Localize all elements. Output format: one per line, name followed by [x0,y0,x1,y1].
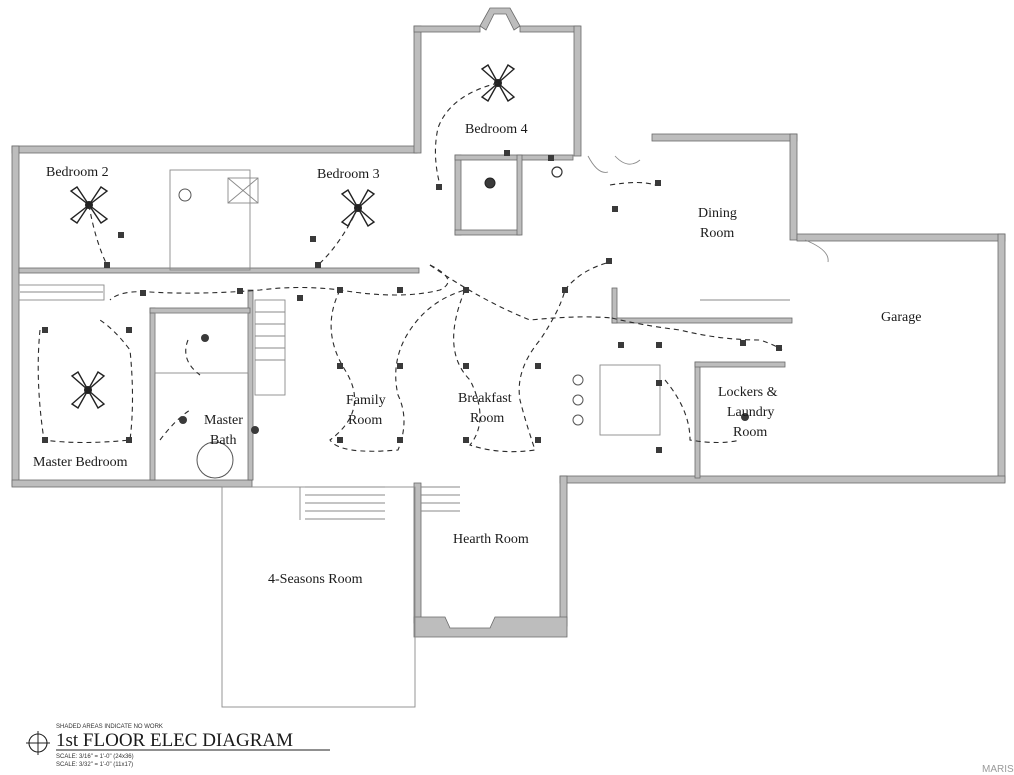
room-label-lockers-line1: Lockers & [718,385,778,400]
room-labels: Bedroom 2 Bedroom 3 Bedroom 4 Dining Roo… [33,122,921,587]
ceiling-fan-icon [480,63,516,103]
room-label-garage: Garage [881,310,921,325]
room-label-dining-line2: Room [700,226,734,241]
title-block: SHADED AREAS INDICATE NO WORK 1st FLOOR … [26,724,330,768]
watermark: MARIS [982,764,1014,775]
room-label-dining-line1: Dining [698,206,737,221]
room-label-family-line1: Family [346,393,386,408]
room-label-master-bedroom: Master Bedroom [33,455,128,470]
wiring-runs [37,82,783,453]
room-label-bedroom-2: Bedroom 2 [46,165,109,180]
inner-lines [18,155,829,708]
room-label-bedroom-3: Bedroom 3 [317,167,380,182]
ceiling-fan-icons [69,63,516,410]
walls [11,7,1006,638]
north-arrow-icon [26,731,50,755]
room-label-hearth-room: Hearth Room [453,532,529,547]
room-label-family-line2: Room [348,413,382,428]
scale-line-2: SCALE: 3/32" = 1'-0" (11x17) [56,762,133,768]
shaded-area-note: SHADED AREAS INDICATE NO WORK [56,724,163,730]
room-label-lockers-line3: Room [733,425,767,440]
scale-line-1: SCALE: 3/16" = 1'-0" (24x36) [56,754,134,760]
room-label-breakfast-line2: Room [470,411,504,426]
ceiling-fan-icon [340,188,376,228]
room-label-breakfast-line1: Breakfast [458,391,512,406]
room-label-lockers-line2: Laundry [727,405,774,420]
room-label-master-bath-line2: Bath [210,433,236,448]
room-label-four-seasons: 4-Seasons Room [268,572,363,587]
ceiling-fan-icon [70,370,106,410]
room-label-bedroom-4: Bedroom 4 [465,122,528,137]
electrical-devices [42,150,782,479]
room-label-master-bath-line1: Master [204,413,243,428]
diagram-title: 1st FLOOR ELEC DIAGRAM [56,730,293,751]
